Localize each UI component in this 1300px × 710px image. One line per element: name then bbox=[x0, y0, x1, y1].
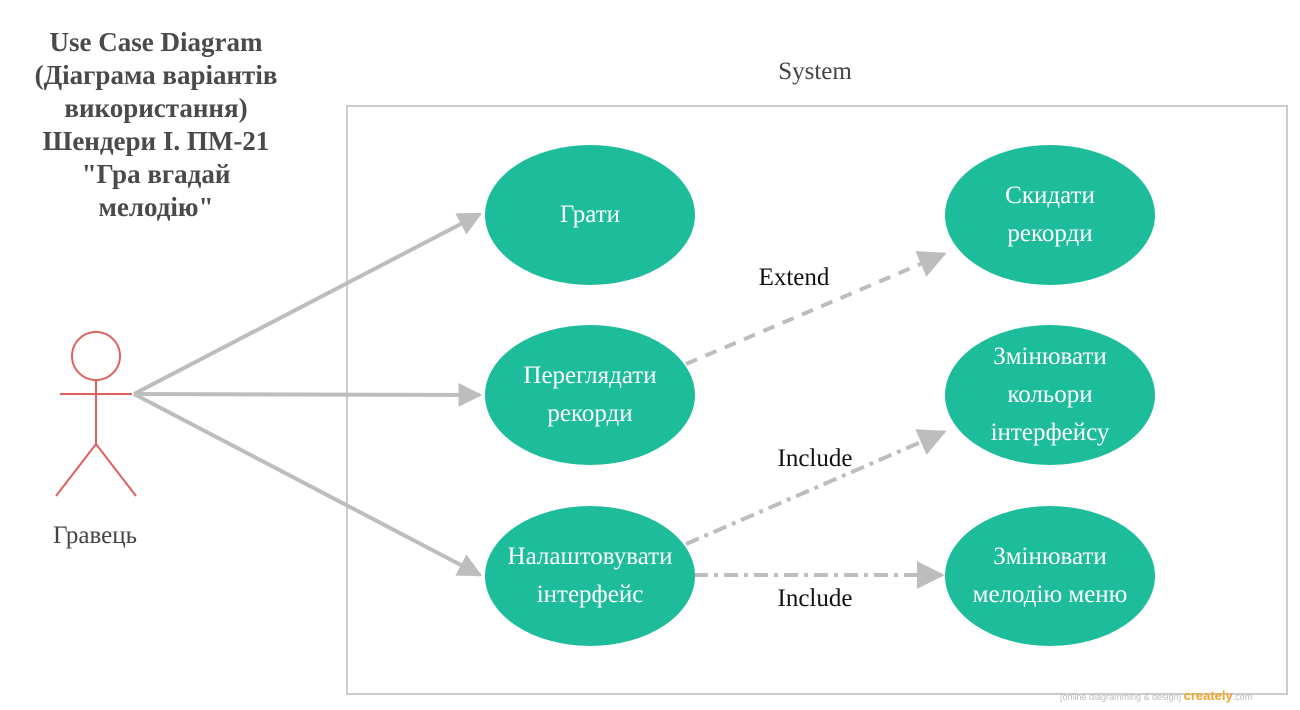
actor-left-leg bbox=[55, 443, 97, 497]
use-case-label-line: Скидати bbox=[1005, 182, 1095, 209]
use-case-label-line: інтерфейсу bbox=[990, 419, 1110, 446]
title-line: (Діаграма варіантів bbox=[34, 60, 278, 90]
title-line: "Гра вгадай bbox=[81, 159, 231, 189]
actor-name: Гравець bbox=[52, 522, 137, 549]
actor-head bbox=[71, 331, 121, 381]
use-case-label-line: рекорди bbox=[1007, 220, 1093, 247]
title-line: використання) bbox=[64, 93, 248, 123]
use-case-view-records-label: Переглядати рекорди bbox=[485, 357, 695, 433]
use-case-label-line: Змінювати bbox=[993, 343, 1107, 370]
system-label: System bbox=[778, 58, 852, 85]
use-case-change-menu-melody[interactable] bbox=[945, 506, 1155, 646]
use-case-label-line: Переглядати bbox=[523, 362, 657, 389]
title-line: Шендери І. ПМ-21 bbox=[42, 126, 270, 156]
title-line: Use Case Diagram bbox=[49, 27, 263, 57]
include-label-colors: Include bbox=[777, 445, 853, 472]
association-configure-ui[interactable] bbox=[133, 392, 483, 577]
use-case-play[interactable] bbox=[485, 145, 695, 285]
use-case-change-menu-melody-label: Змінювати мелодію меню bbox=[945, 538, 1155, 614]
use-case-change-colors-label: Змінювати кольори інтерфейсу bbox=[945, 338, 1155, 452]
use-case-configure-ui-label: Налаштовувати інтерфейс bbox=[485, 538, 695, 614]
title-line: мелодію" bbox=[98, 192, 214, 222]
extend-relation[interactable] bbox=[685, 251, 947, 366]
use-case-label-line: рекорди bbox=[547, 400, 633, 427]
use-case-label-line: інтерфейс bbox=[536, 581, 644, 608]
diagram-title: Use Case Diagram (Діаграма варіантів вик… bbox=[8, 26, 304, 224]
watermark-prefix: [online diagramming & design] bbox=[1060, 692, 1182, 702]
use-case-reset-records[interactable] bbox=[945, 145, 1155, 285]
use-case-reset-records-label: Скидати рекорди bbox=[945, 177, 1155, 253]
use-case-change-colors[interactable] bbox=[945, 325, 1155, 465]
include-label-melody: Include bbox=[777, 585, 853, 612]
use-case-configure-ui[interactable] bbox=[485, 506, 695, 646]
use-case-label-line: кольори bbox=[1007, 381, 1093, 408]
association-play[interactable] bbox=[133, 212, 483, 396]
use-case-label-line: Грати bbox=[559, 201, 621, 228]
system-boundary[interactable] bbox=[346, 105, 1288, 695]
actor-figure[interactable] bbox=[55, 331, 137, 497]
actor-right-leg bbox=[95, 443, 137, 497]
extend-label: Extend bbox=[758, 264, 830, 291]
include-relation-colors[interactable] bbox=[685, 429, 947, 546]
use-case-label-line: Налаштовувати bbox=[507, 543, 673, 570]
use-case-label-line: мелодію меню bbox=[972, 581, 1128, 608]
watermark: [online diagramming & design] creately.c… bbox=[1060, 688, 1252, 703]
association-view-records[interactable] bbox=[133, 382, 483, 407]
use-case-label-line: Змінювати bbox=[993, 543, 1107, 570]
use-case-play-label: Грати bbox=[485, 196, 695, 234]
watermark-suffix: .com bbox=[1232, 692, 1253, 702]
watermark-brand: creately bbox=[1183, 688, 1233, 703]
use-case-view-records[interactable] bbox=[485, 325, 695, 465]
